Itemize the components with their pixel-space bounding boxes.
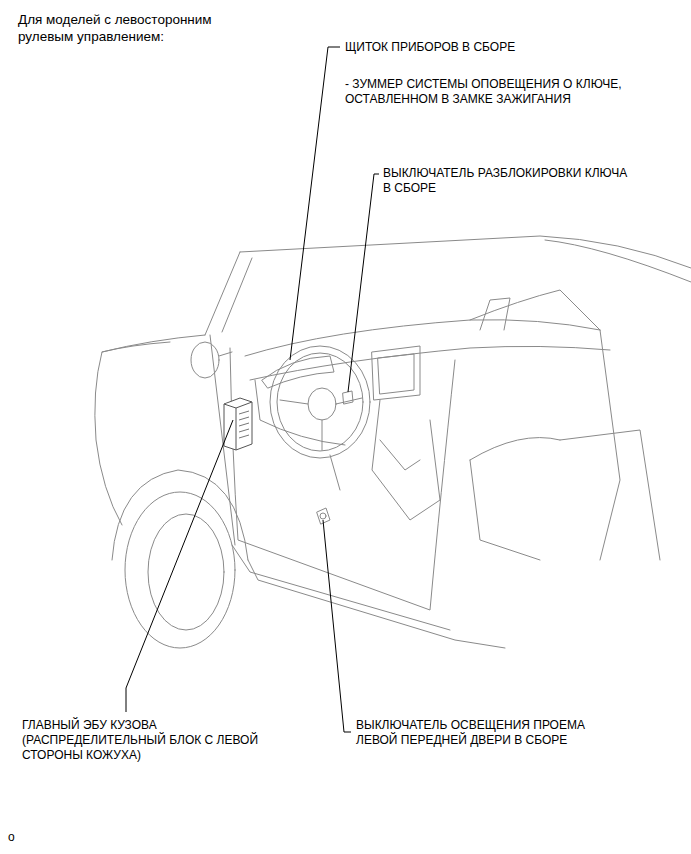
part-name: ГЛАВНЫЙ ЭБУ КУЗОВА (РАСПРЕДЕЛИТЕЛЬНЫЙ БЛ… [22, 718, 292, 763]
part-name: ВЫКЛЮЧАТЕЛЬ ОСВЕЩЕНИЯ ПРОЕМА ЛЕВОЙ ПЕРЕД… [356, 718, 586, 748]
part-name: ВЫКЛЮЧАТЕЛЬ РАЗБЛОКИРОВКИ КЛЮЧА В СБОРЕ [383, 166, 633, 196]
part-note: - ЗУММЕР СИСТЕМЫ ОПОВЕЩЕНИЯ О КЛЮЧЕ, ОСТ… [345, 77, 680, 107]
heading-note: Для моделей с левосторонним рулевым упра… [18, 11, 263, 45]
leader-lines [126, 47, 379, 732]
footnote-mark: o [8, 830, 28, 845]
part-name: ЩИТОК ПРИБОРОВ В СБОРЕ [345, 40, 645, 55]
